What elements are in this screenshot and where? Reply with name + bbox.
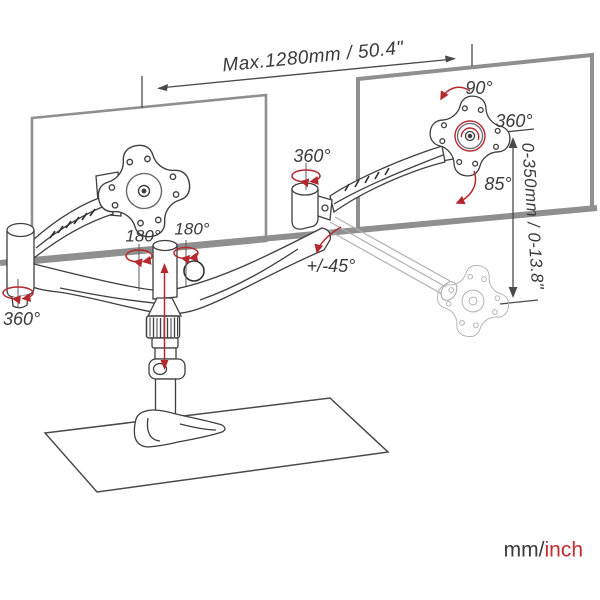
crossbar-right-label: 180°	[174, 219, 210, 239]
right-vesa-plate	[429, 95, 511, 177]
shoulder-360-ellipse	[291, 169, 321, 188]
right-spring-coils	[344, 167, 390, 192]
monitor-tilt-label: 85°	[484, 174, 512, 194]
tilt-45-arrow	[314, 226, 342, 254]
elbow-rotate-label: 360°	[3, 309, 41, 329]
left-spring-coils	[49, 208, 96, 239]
height-dimension	[494, 128, 539, 305]
right-shoulder-cylinder	[291, 189, 319, 230]
rotate-90-arrow	[440, 86, 471, 101]
ghost-arm-position	[325, 216, 510, 338]
monitor-spin-label: 360°	[495, 111, 533, 131]
units-mm: mm/	[503, 538, 545, 562]
knurled-ring	[145, 315, 181, 339]
width-dimension	[141, 44, 473, 108]
crossbar-180-right-ellipse	[173, 246, 199, 264]
left-vesa-plate	[97, 144, 191, 238]
crossbar-left-label: 180°	[125, 226, 161, 246]
units-legend: mm/inch	[504, 540, 583, 561]
shoulder-rotate-label: 360°	[293, 146, 331, 166]
crossbar-hub-hole	[183, 260, 205, 282]
ghost-vesa-plate	[436, 264, 510, 338]
units-inch: inch	[544, 538, 583, 562]
arm-tilt-label: +/-45°	[306, 256, 356, 276]
center-column-assembly	[133, 239, 226, 448]
crossbar-180-left-ellipse	[125, 249, 153, 268]
desk-surface	[43, 397, 390, 493]
vesa-spin-indicator	[454, 120, 486, 152]
motion-annotations	[2, 86, 477, 370]
tilt-85-arrow	[455, 170, 477, 205]
monitor-rotate-label: 90°	[465, 78, 493, 98]
screen-bottom-band	[0, 205, 598, 266]
shoulder-hinge	[317, 195, 333, 221]
elbow-360-ellipse	[2, 286, 34, 305]
height-clamp	[148, 358, 186, 380]
desk-base-foot	[133, 409, 226, 448]
